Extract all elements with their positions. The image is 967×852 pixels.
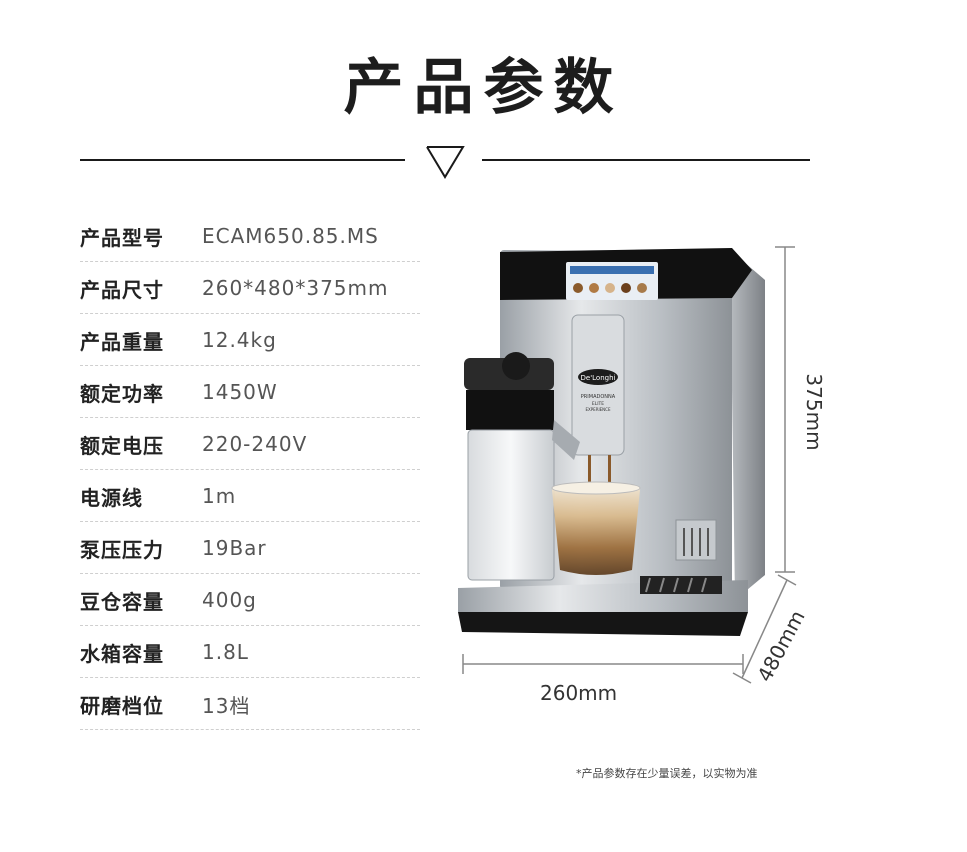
page-title: 产品参数 xyxy=(343,53,624,123)
spec-value: 1m xyxy=(202,484,237,508)
spec-row-model: 产品型号 ECAM650.85.MS xyxy=(80,210,420,262)
row-divider xyxy=(80,417,420,418)
row-divider xyxy=(80,469,420,470)
spec-table: 产品型号 ECAM650.85.MS 产品尺寸 260*480*375mm 产品… xyxy=(80,210,420,730)
spec-value: 13档 xyxy=(202,693,251,718)
spec-label: 额定功率 xyxy=(80,381,164,406)
spec-label: 产品尺寸 xyxy=(80,277,164,302)
row-divider xyxy=(80,365,420,366)
spec-label: 水箱容量 xyxy=(80,641,164,666)
width-dimension-label: 260mm xyxy=(540,681,618,705)
svg-text:De'Longhi: De'Longhi xyxy=(581,374,616,382)
spec-value: 1450W xyxy=(202,380,278,404)
row-divider xyxy=(80,625,420,626)
spec-label: 泵压压力 xyxy=(80,537,164,562)
row-divider xyxy=(80,729,420,730)
divider-left xyxy=(80,159,405,161)
svg-text:ELITE: ELITE xyxy=(592,401,604,407)
spec-label: 产品重量 xyxy=(80,329,164,354)
spec-row-size: 产品尺寸 260*480*375mm xyxy=(80,262,420,314)
row-divider xyxy=(80,261,420,262)
spec-label: 额定电压 xyxy=(80,433,164,458)
spec-row-power: 额定功率 1450W xyxy=(80,366,420,418)
row-divider xyxy=(80,573,420,574)
spec-label: 研磨档位 xyxy=(80,693,164,718)
coffee-machine-image: De'Longhi PRIMADONNA ELITE EXPERIENCE xyxy=(458,246,797,684)
divider-triangle-icon xyxy=(426,146,465,179)
spec-row-voltage: 额定电压 220-240V xyxy=(80,418,420,470)
spec-value: 12.4kg xyxy=(202,328,277,352)
spec-row-weight: 产品重量 12.4kg xyxy=(80,314,420,366)
disclaimer-footnote: *产品参数存在少量误差，以实物为准 xyxy=(576,767,758,780)
row-divider xyxy=(80,677,420,678)
spec-row-bean-capacity: 豆仓容量 400g xyxy=(80,574,420,626)
divider-right xyxy=(482,159,810,161)
spec-row-cord: 电源线 1m xyxy=(80,470,420,522)
spec-row-water-capacity: 水箱容量 1.8L xyxy=(80,626,420,678)
spec-value: 1.8L xyxy=(202,640,249,664)
row-divider xyxy=(80,521,420,522)
row-divider xyxy=(80,313,420,314)
spec-value: 260*480*375mm xyxy=(202,276,389,300)
spec-row-grind-levels: 研磨档位 13档 xyxy=(80,678,420,730)
spec-value: 400g xyxy=(202,588,257,612)
spec-label: 产品型号 xyxy=(80,225,164,250)
spec-row-pressure: 泵压压力 19Bar xyxy=(80,522,420,574)
spec-label: 电源线 xyxy=(80,485,143,510)
spec-value: ECAM650.85.MS xyxy=(202,224,379,248)
spec-value: 220-240V xyxy=(202,432,308,456)
spec-value: 19Bar xyxy=(202,536,267,560)
height-dimension-label: 375mm xyxy=(802,373,826,451)
svg-text:EXPERIENCE: EXPERIENCE xyxy=(585,407,610,412)
spec-label: 豆仓容量 xyxy=(80,589,164,614)
svg-text:PRIMADONNA: PRIMADONNA xyxy=(581,394,616,400)
